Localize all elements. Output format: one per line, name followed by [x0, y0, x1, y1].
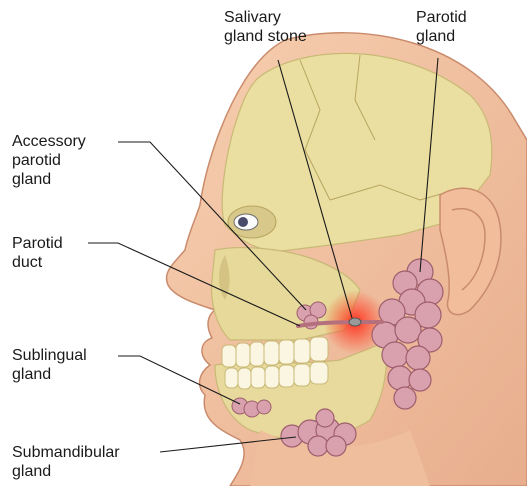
sublingual-gland-shape — [232, 398, 271, 417]
label-parotid-gland-line1: Parotid — [416, 8, 467, 27]
label-sublingual-line1: Sublingual — [12, 346, 87, 365]
label-submandibular-gland: Submandibular gland — [12, 443, 120, 481]
label-salivary-gland-stone: Salivary gland stone — [224, 8, 307, 46]
label-parotid-gland: Parotid gland — [416, 8, 467, 46]
label-salivary-line2: gland stone — [224, 27, 307, 46]
label-sublingual-gland: Sublingual gland — [12, 346, 87, 384]
label-salivary-line1: Salivary — [224, 8, 307, 27]
label-parotid-duct: Parotid duct — [12, 234, 63, 272]
label-parotid-gland-line2: gland — [416, 27, 467, 46]
label-accessory-line1: Accessory — [12, 132, 86, 151]
label-parotid-duct-line2: duct — [12, 253, 63, 272]
label-parotid-duct-line1: Parotid — [12, 234, 63, 253]
salivary-stone — [349, 318, 361, 326]
label-accessory-line2: parotid — [12, 151, 86, 170]
label-submandibular-line2: gland — [12, 462, 120, 481]
label-sublingual-line2: gland — [12, 365, 87, 384]
label-submandibular-line1: Submandibular — [12, 443, 120, 462]
label-accessory-line3: gland — [12, 170, 86, 189]
label-accessory-parotid-gland: Accessory parotid gland — [12, 132, 86, 189]
